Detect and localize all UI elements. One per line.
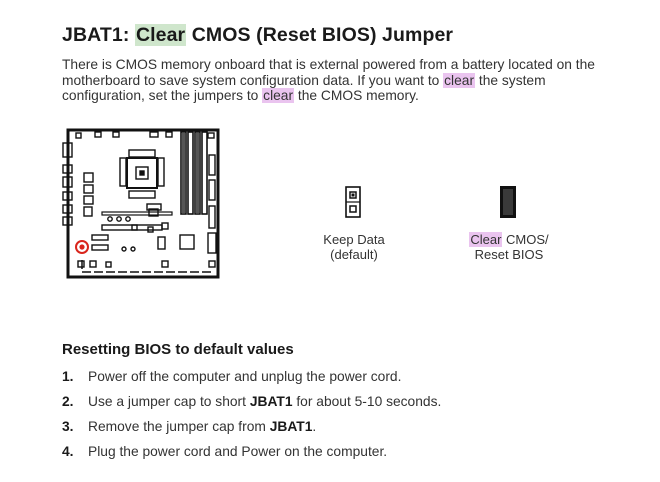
clear-line1-rest: CMOS/: [502, 232, 549, 247]
step-text-post: for about 5-10 seconds.: [292, 394, 442, 409]
board-outline: [66, 128, 220, 279]
step-text: Plug the power cord and Power on the com…: [88, 444, 388, 459]
intro-highlight-1: clear: [443, 72, 476, 88]
step-text-pre: Remove the jumper cap from: [88, 419, 270, 434]
step-number: 2.: [62, 394, 74, 409]
reset-section-heading: Resetting BIOS to default values: [62, 341, 294, 358]
title-highlight: Clear: [134, 24, 187, 46]
step-text: Power off the computer and unplug the po…: [88, 369, 402, 384]
title-suffix: CMOS (Reset BIOS) Jumper: [186, 24, 454, 46]
intro-text-3: the CMOS memory.: [294, 88, 419, 103]
keep-data-line2: (default): [330, 247, 378, 262]
page-title: JBAT1: Clear CMOS (Reset BIOS) Jumper: [62, 24, 453, 47]
reset-steps-list: 1. Power off the computer and unplug the …: [62, 369, 441, 469]
keep-data-line1: Keep Data: [323, 232, 385, 247]
step-text-pre: Use a jumper cap to short: [88, 394, 250, 409]
step-number: 4.: [62, 444, 74, 459]
list-item: 4. Plug the power cord and Power on the c…: [62, 444, 441, 469]
step-bold: JBAT1: [269, 419, 313, 434]
intro-paragraph: There is CMOS memory onboard that is ext…: [62, 57, 622, 104]
jbat1-location-marker: [75, 240, 89, 254]
clear-line2: Reset BIOS: [474, 247, 544, 262]
list-item: 3. Remove the jumper cap from JBAT1.: [62, 419, 441, 444]
list-item: 1. Power off the computer and unplug the …: [62, 369, 441, 394]
step-number: 3.: [62, 419, 74, 434]
title-prefix: JBAT1:: [62, 24, 135, 46]
list-item: 2. Use a jumper cap to short JBAT1 for ab…: [62, 394, 441, 419]
jumper-open-icon: [345, 186, 361, 218]
motherboard-diagram: [62, 128, 220, 279]
intro-text-2: the system configuration, set the jumper…: [62, 72, 546, 104]
keep-data-label: Keep Data (default): [310, 232, 398, 262]
intro-text-1: There is CMOS memory onboard that is ext…: [62, 57, 595, 88]
step-text: Use a jumper cap to short JBAT1 for abou…: [88, 394, 441, 409]
step-text-post: .: [312, 419, 317, 434]
step-text: Remove the jumper cap from JBAT1.: [88, 419, 316, 434]
intro-highlight-2: clear: [262, 88, 295, 103]
step-bold: JBAT1: [249, 394, 293, 409]
clear-highlight: Clear: [469, 232, 503, 247]
step-number: 1.: [62, 369, 74, 384]
clear-cmos-label: Clear CMOS/ Reset BIOS: [455, 232, 563, 262]
jumper-closed-icon: [500, 186, 516, 218]
